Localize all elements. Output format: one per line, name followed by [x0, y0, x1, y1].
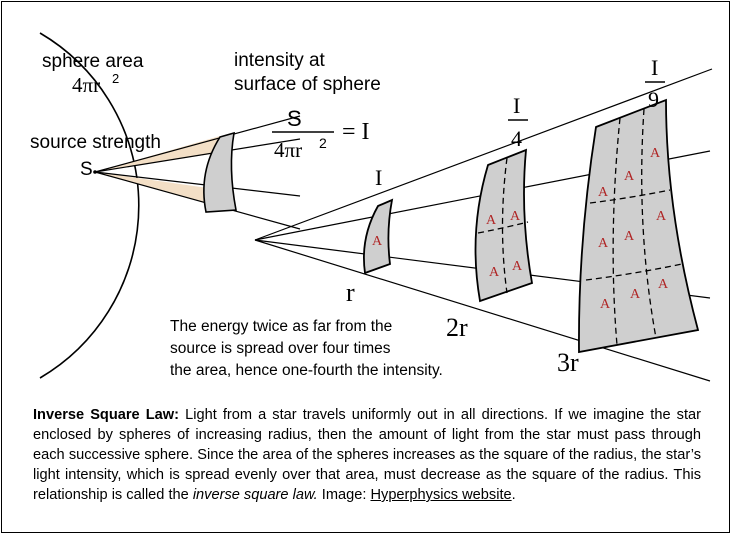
- sphere-area-label: sphere area: [42, 51, 144, 72]
- caption-end: .: [511, 487, 516, 503]
- caption-text-2: Image:: [317, 487, 371, 503]
- source-point: [93, 170, 97, 174]
- area-letter-3r-2: A: [624, 169, 635, 184]
- note-line1: The energy twice as far from the: [170, 318, 392, 335]
- area-letter-2r-2: A: [510, 209, 521, 224]
- ray-2: [94, 138, 301, 173]
- sphere-area-formula: 4πr: [72, 73, 100, 97]
- surface-r: [363, 198, 394, 275]
- ray-bottom: [254, 239, 711, 382]
- area-letter-3r-6: A: [656, 209, 667, 224]
- area-letter-3r-3: A: [650, 146, 661, 161]
- surface-2r-vertical-divider: [501, 157, 508, 294]
- area-letter-3r-4: A: [598, 236, 609, 251]
- ray-1: [94, 115, 301, 173]
- area-letter-2r-3: A: [489, 265, 500, 280]
- caption-term: inverse square law.: [192, 487, 318, 503]
- intensity-at-2r-denominator: 4: [511, 126, 522, 151]
- caption-text-1: Light from a star travels uniformly out …: [33, 407, 701, 503]
- intensity-at-3r-denominator: 9: [648, 87, 659, 112]
- small-surface-patch: [203, 131, 237, 213]
- equals-intensity: = I: [342, 119, 370, 145]
- sphere-area-exponent: 2: [112, 71, 119, 86]
- source-strength-label: source strength: [30, 132, 161, 153]
- area-letter-3r-1: A: [598, 185, 609, 200]
- source-sphere-group: [39, 32, 301, 379]
- ray-top: [254, 68, 713, 241]
- caption-title: Inverse Square Law:: [33, 407, 180, 423]
- area-letter-3r-9: A: [658, 277, 669, 292]
- area-letter-3r-8: A: [630, 287, 641, 302]
- ray-4: [94, 171, 301, 230]
- fraction-exponent: 2: [319, 135, 327, 151]
- intensity-label-line1: intensity at: [234, 50, 326, 71]
- area-letter-3r-7: A: [600, 297, 611, 312]
- area-letter-2r-1: A: [486, 213, 497, 228]
- note-line3: the area, hence one-fourth the intensity…: [170, 362, 443, 379]
- source-symbol: S: [80, 159, 93, 180]
- inverse-square-diagram: A A A A A A A A A A A A A A sphere area …: [30, 32, 713, 382]
- surface-3r: [578, 98, 700, 354]
- surface-2r: [474, 148, 534, 303]
- radius-2r-label: 2r: [446, 313, 468, 342]
- surface-3r-grid: [585, 108, 683, 346]
- fraction-numerator: S: [287, 106, 302, 131]
- figure-caption: Inverse Square Law: Light from a star tr…: [33, 405, 701, 505]
- area-letter-2r-4: A: [512, 259, 523, 274]
- intensity-at-r: I: [375, 165, 382, 190]
- surface-2r-horizontal-divider: [477, 221, 529, 234]
- ray-3: [94, 171, 301, 197]
- note-line2: source is spread over four times: [170, 340, 391, 357]
- fraction-denominator: 4πr: [274, 138, 302, 162]
- intensity-label-line2: surface of sphere: [234, 74, 381, 95]
- radius-r-label: r: [346, 278, 355, 307]
- sphere-outline: [39, 32, 140, 379]
- area-letter-r: A: [372, 234, 383, 249]
- intensity-at-3r-numerator: I: [651, 55, 658, 80]
- caption-source-link[interactable]: Hyperphysics website: [370, 487, 512, 503]
- intensity-at-2r-numerator: I: [513, 93, 520, 118]
- radius-3r-label: 3r: [557, 348, 579, 377]
- area-letter-3r-5: A: [624, 229, 635, 244]
